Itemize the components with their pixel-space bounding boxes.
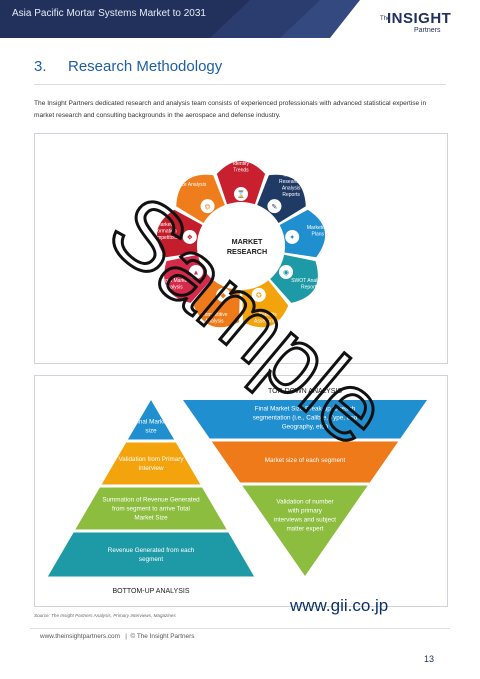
funnel-band [211,441,399,483]
footer-separator: | [125,633,127,640]
wheel-segment [156,209,203,258]
wheel-center [201,206,281,286]
wheel-center-label-1: MARKET [232,237,263,246]
section-heading: 3. Research Methodology [34,58,222,75]
section-divider [34,84,446,85]
wheel-segment [216,160,266,205]
wheel-icon-badge [279,265,294,279]
wheel-icon-badge [285,229,300,244]
section-number: 3. [34,58,47,75]
wheel-segment-icon: ✎ [271,204,277,211]
logo-the: The [380,16,391,22]
header-decoration [210,0,480,38]
wheel-segment-icon: ✦ [289,234,295,242]
funnel-band [183,400,427,439]
footer-website[interactable]: www.theinsightpartners.com [40,633,120,640]
intro-paragraph: The Insight Partners dedicated research … [34,100,427,119]
wheel-segment-icon: ◆ [221,292,227,299]
wheel-icon-badge [234,187,248,201]
funnel-band-label: Market size of each segment [265,457,346,464]
wheel-segment-label: Price Analysis [175,182,207,188]
report-title: Asia Pacific Mortar Systems Market to 20… [12,8,206,19]
wheel-segment [279,209,326,258]
footer: www.theinsightpartners.com | © The Insig… [40,633,194,640]
wheel-segment-icon: ⌛ [237,190,246,199]
wheel-segment-icon: ◉ [283,270,289,277]
source-note: Source: The Insight Partners Analysis, P… [34,613,176,618]
footer-divider [30,628,450,629]
logo-insight: INSIGHT [387,10,452,27]
footer-copyright: © The Insight Partners [130,633,195,640]
logo-partners: Partners [414,27,441,34]
wheel-icon-badge [267,199,282,214]
wheel-icon-badge [182,229,197,244]
insight-partners-logo: The INSIGHT Partners [372,6,462,42]
bottom-up-label: BOTTOM-UP ANALYSIS [112,588,189,595]
pyramid-band [75,487,227,530]
header-band: Asia Pacific Mortar Systems Market to 20… [0,0,480,38]
analysis-panel: TOP-DOWN ANALYSIS BOTTOM-UP ANALYSIS Fin… [34,375,448,607]
wheel-segment-icon: ❖ [187,235,193,242]
wheel-icon-badge [188,265,203,279]
wheel-segment-icon: ✪ [256,291,262,299]
wheel-icon-badge [200,199,215,214]
pyramid-band [47,532,255,577]
section-title: Research Methodology [68,58,223,75]
gii-watermark: www.gii.co.jp [290,596,389,615]
analysis-diagram: TOP-DOWN ANALYSIS BOTTOM-UP ANALYSIS Fin… [47,388,427,595]
pyramid-band [127,400,175,440]
wheel-icon-badge [216,287,231,302]
wheel-segment-icon: ▲ [192,270,199,277]
wheel-icon-badge [251,287,266,302]
top-down-label: TOP-DOWN ANALYSIS [268,388,342,395]
wheel-segment [257,174,306,224]
funnel-band [242,485,368,576]
wheel-segment [176,174,225,224]
page-number: 13 [424,654,435,664]
pyramid-band [101,442,201,485]
wheel-segment-icon: ⏣ [205,203,211,211]
wheel-center-label-2: RESEARCH [227,247,267,256]
